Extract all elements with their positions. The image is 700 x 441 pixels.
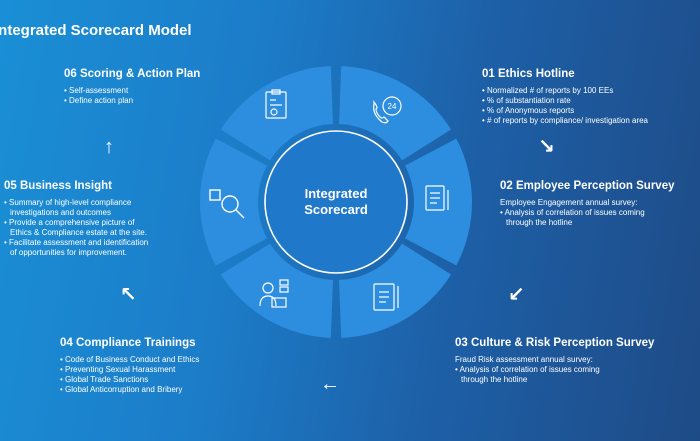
list-item: Global Anticorruption and Bribery — [60, 385, 199, 395]
wheel-segments — [200, 66, 472, 338]
svg-text:24: 24 — [388, 102, 397, 111]
list-item: Summary of high-level compliance — [4, 198, 148, 208]
section-04-heading: 04 Compliance Trainings — [60, 337, 196, 349]
list-item: investigations and outcomes — [10, 208, 111, 217]
section-02-lead: Employee Engagement annual survey: — [500, 198, 638, 207]
section-03-lead: Fraud Risk assessment annual survey: — [455, 355, 593, 364]
section-01: 01 Ethics Hotline Normalized # of report… — [482, 68, 648, 126]
list-item: Analysis of correlation of issues coming — [455, 365, 654, 375]
checklist-pen-icon — [373, 283, 399, 311]
arrow-up-left-icon: ↖ — [120, 284, 137, 306]
wheel-segment-phone-24-icon — [338, 66, 452, 161]
section-05: 05 Business Insight Summary of high-leve… — [4, 180, 148, 258]
arrow-left-icon: ← — [320, 373, 340, 395]
list-item: Analysis of correlation of issues coming — [500, 208, 675, 218]
section-02: 02 Employee Perception Survey Employee E… — [500, 180, 675, 228]
arrow-down-right-icon: ↘ — [538, 136, 555, 158]
wheel-segment-checklist-pen-icon — [338, 243, 452, 338]
phone-24-icon: 24 — [373, 96, 402, 124]
list-item: Preventing Sexual Harassment — [60, 365, 199, 375]
section-04: 04 Compliance Trainings Code of Business… — [60, 337, 199, 395]
person-laptop-icon — [259, 279, 289, 308]
list-item: # of reports by compliance/ investigatio… — [482, 116, 648, 126]
section-01-heading: 01 Ethics Hotline — [482, 68, 575, 80]
arrow-down-left-icon: ↙ — [508, 284, 525, 306]
list-item: Define action plan — [64, 96, 200, 106]
page-title: Integrated Scorecard Model — [0, 22, 192, 39]
list-item: through the hotline — [506, 218, 573, 227]
section-03: 03 Culture & Risk Perception Survey Frau… — [455, 337, 654, 385]
wheel-segment-document-pen-icon — [404, 138, 472, 266]
center-circle — [264, 130, 408, 274]
section-05-heading: 05 Business Insight — [4, 180, 113, 192]
list-item: Ethics & Compliance estate at the site. — [10, 228, 147, 237]
center-label-line2: Scorecard — [304, 202, 368, 217]
list-item: through the hotline — [461, 375, 528, 384]
clipboard-icon — [265, 89, 287, 119]
wheel-segment-magnifier-icon — [200, 138, 268, 266]
list-item: Code of Business Conduct and Ethics — [60, 355, 199, 365]
arrow-up-icon: ↑ — [104, 136, 114, 158]
list-item: Provide a comprehensive picture of — [4, 218, 148, 228]
document-pen-icon — [425, 185, 449, 211]
list-item: Facilitate assessment and identification — [4, 238, 148, 248]
section-06: 06 Scoring & Action Plan Self-assessment… — [64, 68, 200, 106]
list-item: Global Trade Sanctions — [60, 375, 199, 385]
section-06-heading: 06 Scoring & Action Plan — [64, 68, 201, 80]
magnifier-icon — [209, 189, 245, 219]
section-03-heading: 03 Culture & Risk Perception Survey — [455, 337, 655, 349]
center-label-line1: Integrated — [305, 186, 368, 201]
list-item: % of Anonymous reports — [482, 106, 648, 116]
list-item: % of substantiation rate — [482, 96, 648, 106]
section-02-heading: 02 Employee Perception Survey — [500, 180, 675, 192]
list-item: Normalized # of reports by 100 EEs — [482, 86, 648, 96]
wheel-segment-person-laptop-icon — [220, 243, 334, 338]
list-item: of opportunities for improvement. — [10, 248, 127, 257]
list-item: Self-assessment — [64, 86, 200, 96]
